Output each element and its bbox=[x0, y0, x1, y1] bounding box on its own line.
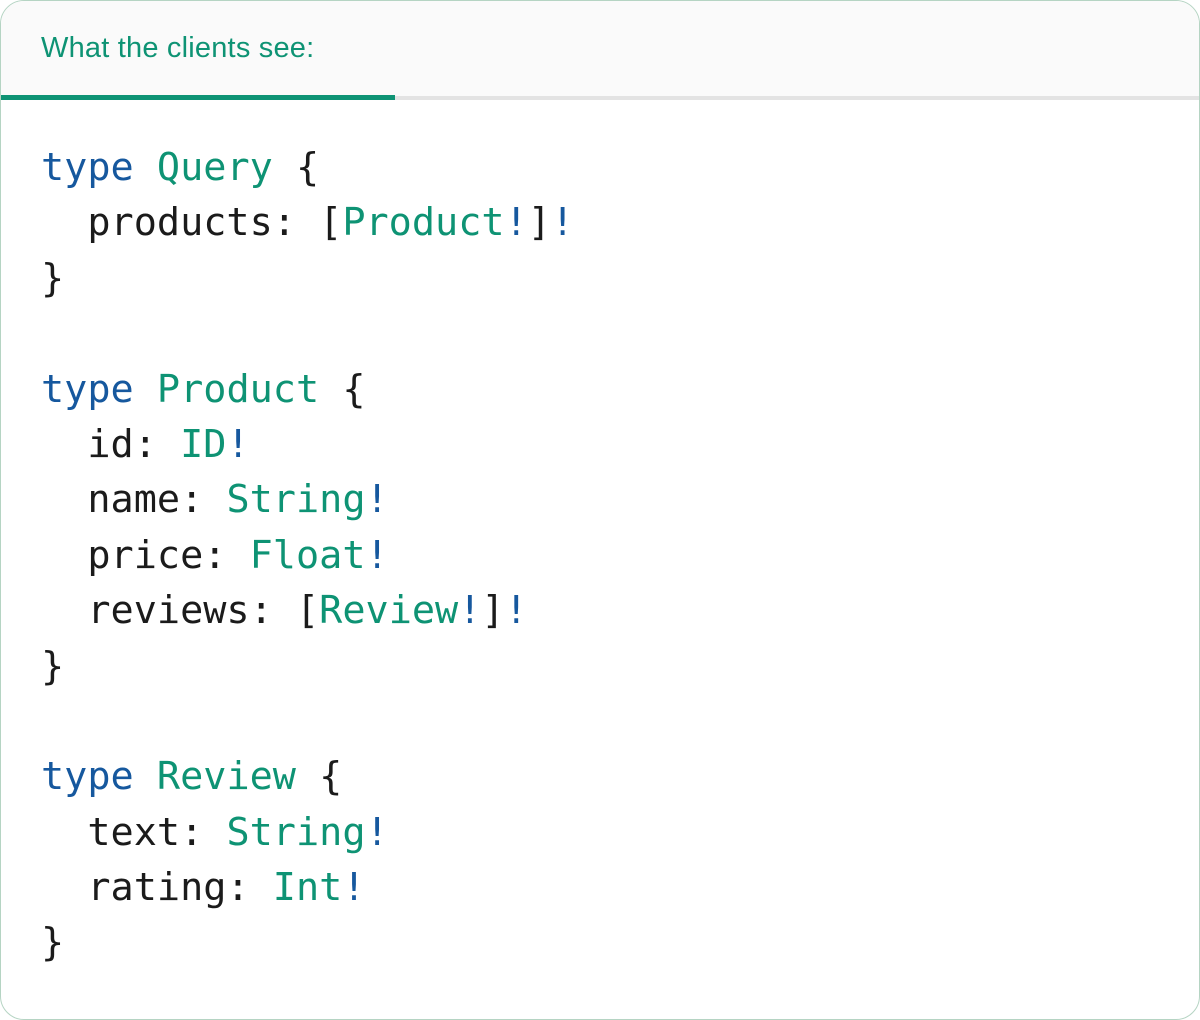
code-token: ] bbox=[481, 588, 505, 634]
code-token: type bbox=[41, 754, 134, 800]
code-line: type Review { bbox=[41, 749, 1159, 804]
code-token: name: bbox=[41, 477, 227, 523]
code-token: ! bbox=[504, 200, 528, 246]
code-line: type Product { bbox=[41, 362, 1159, 417]
code-line: } bbox=[41, 915, 1159, 970]
code-token: Query bbox=[156, 145, 273, 190]
code-line: } bbox=[41, 251, 1159, 306]
code-token: Product bbox=[156, 366, 320, 412]
code-area: type Query { products: [Product!]!} type… bbox=[1, 100, 1199, 971]
code-token: } bbox=[41, 920, 65, 966]
code-token: reviews: [ bbox=[41, 588, 320, 634]
code-token: ! bbox=[226, 421, 250, 467]
code-token bbox=[134, 367, 157, 412]
code-token: type bbox=[41, 145, 134, 190]
code-token: price: bbox=[41, 532, 250, 578]
code-token: ! bbox=[365, 532, 389, 578]
tab-label: What the clients see: bbox=[41, 32, 315, 64]
code-line: type Query { bbox=[41, 140, 1159, 195]
tab-bar-divider bbox=[1, 96, 1199, 100]
code-token: rating: bbox=[41, 865, 273, 911]
code-token: { bbox=[272, 145, 320, 190]
code-token: ! bbox=[365, 809, 389, 855]
code-line: } bbox=[41, 639, 1159, 694]
tab-bar: What the clients see: bbox=[1, 1, 1199, 100]
code-token: products: [ bbox=[41, 200, 343, 246]
code-token: ! bbox=[504, 588, 528, 634]
code-line: name: String! bbox=[41, 472, 1159, 527]
code-token: Float bbox=[249, 532, 366, 578]
code-line bbox=[41, 694, 1159, 749]
code-token: ! bbox=[458, 588, 482, 634]
code-line: text: String! bbox=[41, 805, 1159, 860]
code-line: id: ID! bbox=[41, 417, 1159, 472]
code-token bbox=[134, 754, 157, 799]
code-block: type Query { products: [Product!]!} type… bbox=[41, 140, 1159, 971]
code-token: id: bbox=[41, 421, 181, 467]
code-token: String bbox=[226, 477, 366, 523]
code-token: ! bbox=[342, 865, 366, 911]
code-token bbox=[134, 145, 157, 190]
code-token: } bbox=[41, 643, 65, 689]
code-token: Product bbox=[342, 200, 505, 246]
code-token: { bbox=[319, 366, 366, 412]
code-token: Review bbox=[319, 588, 459, 634]
active-tab-indicator bbox=[1, 95, 395, 100]
code-token: ! bbox=[550, 200, 575, 246]
code-token: } bbox=[41, 255, 65, 301]
code-line bbox=[41, 306, 1159, 361]
code-token: ID bbox=[180, 421, 227, 467]
tab-what-clients-see[interactable]: What the clients see: bbox=[1, 1, 395, 100]
code-line: price: Float! bbox=[41, 528, 1159, 583]
code-token: Int bbox=[272, 865, 343, 911]
code-token: String bbox=[226, 809, 366, 855]
code-token: type bbox=[41, 366, 134, 412]
code-line: products: [Product!]! bbox=[41, 195, 1159, 250]
code-line: reviews: [Review!]! bbox=[41, 583, 1159, 638]
code-token: text: bbox=[41, 809, 227, 855]
code-token: Review bbox=[156, 754, 296, 800]
code-token: { bbox=[295, 754, 343, 800]
code-token: ! bbox=[365, 477, 389, 523]
code-line: rating: Int! bbox=[41, 860, 1159, 915]
code-token: ] bbox=[527, 200, 551, 246]
